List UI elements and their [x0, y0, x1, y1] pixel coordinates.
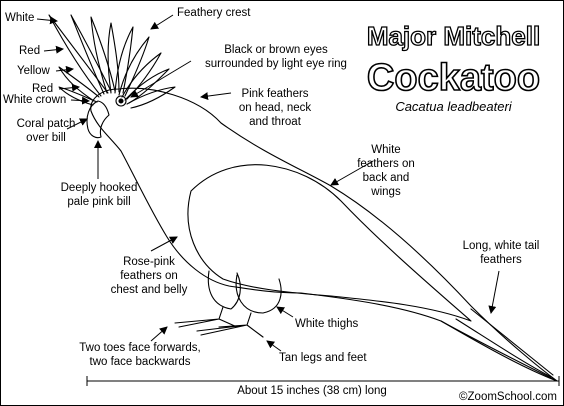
label-white-back: White feathers on back and wings	[357, 144, 415, 198]
label-feathery-crest: Feathery crest	[177, 7, 251, 19]
body-outline	[90, 87, 558, 382]
arrow-toes	[150, 326, 168, 342]
thigh-left	[207, 270, 241, 310]
label-red-bottom: Red	[32, 83, 54, 95]
arrow-red-top	[43, 45, 64, 54]
arrow-thighs	[276, 306, 294, 318]
crest-feathers	[48, 14, 176, 109]
label-yellow: Yellow	[17, 65, 50, 77]
label-white: White	[5, 12, 35, 24]
arrow-white	[36, 16, 58, 25]
arrow-pink-head	[200, 92, 232, 101]
label-toes: Two toes face forwards, two face backwar…	[79, 342, 201, 368]
tail	[440, 320, 558, 382]
thigh-right	[235, 274, 282, 314]
label-legs: Tan legs and feet	[279, 352, 367, 364]
arrow-white-back	[330, 160, 374, 186]
wing	[187, 164, 472, 322]
arrow-eyes	[130, 60, 192, 98]
arrow-white-crown	[70, 96, 90, 105]
arrow-coral-patch	[66, 118, 88, 130]
eye-ring	[115, 95, 127, 107]
label-bill: Deeply hooked pale pink bill	[60, 182, 138, 208]
arrow-tail	[488, 270, 500, 314]
arrow-chest	[150, 236, 178, 252]
foot-left	[174, 306, 238, 328]
title-line-1: Major Mitchell	[366, 20, 541, 51]
label-eyes: Black or brown eyes surrounded by light …	[205, 44, 347, 70]
arrow-legs	[266, 340, 282, 352]
foot-right	[196, 312, 264, 338]
label-thighs: White thighs	[295, 318, 359, 330]
arrow-crest	[150, 14, 174, 30]
label-red-top: Red	[19, 45, 41, 57]
scientific-name: Cacatua leadbeateri	[395, 99, 512, 114]
eye	[118, 98, 124, 104]
length-note: About 15 inches (38 cm) long	[237, 385, 387, 397]
arrow-yellow	[55, 65, 74, 74]
credit-link[interactable]: ©ZoomSchool.com	[459, 391, 557, 403]
label-pink-head: Pink feathers on head, neck and throat	[238, 88, 312, 128]
label-coral-patch: Coral patch over bill	[16, 118, 76, 144]
arrow-red-bottom	[58, 83, 80, 92]
label-tail: Long, white tail feathers	[462, 240, 540, 266]
title-line-2: Cockatoo	[366, 56, 541, 100]
label-white-crown: White crown	[3, 94, 67, 106]
label-chest: Rose-pink feathers on chest and belly	[110, 256, 188, 296]
